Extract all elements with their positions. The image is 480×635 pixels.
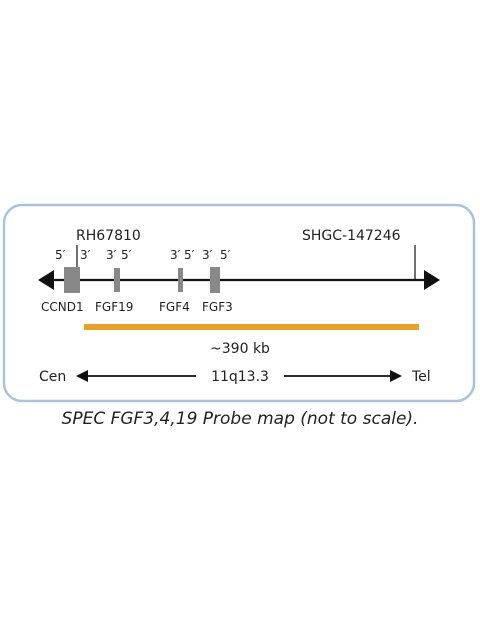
gene-end-label: 5′ xyxy=(121,248,132,262)
gene-fgf4: 3′ 5′ FGF4 xyxy=(159,248,195,314)
gene-box xyxy=(114,268,120,292)
right-arrowhead xyxy=(424,270,440,290)
diagram-frame xyxy=(2,203,476,403)
gene-name-label: FGF3 xyxy=(202,300,233,314)
gene-end-label: 3′ xyxy=(170,248,181,262)
gene-box xyxy=(210,267,220,293)
orientation-arrow-right xyxy=(390,370,402,382)
gene-name-label: FGF4 xyxy=(159,300,190,314)
gene-end-label: 5′ xyxy=(55,248,66,262)
left-arrowhead xyxy=(38,270,54,290)
gene-ccnd1: 5′ 3′ CCND1 xyxy=(41,248,91,314)
gene-end-label: 3′ xyxy=(106,248,117,262)
probe-size-label: ~390 kb xyxy=(210,341,270,357)
gene-fgf19: 3′ 5′ FGF19 xyxy=(95,248,133,314)
cen-label: Cen xyxy=(39,369,66,385)
gene-name-label: CCND1 xyxy=(41,300,84,314)
figure-caption: SPEC FGF3,4,19 Probe map (not to scale). xyxy=(62,409,419,429)
marker-label-right: SHGC-147246 xyxy=(302,228,401,244)
gene-end-label: 5′ xyxy=(220,248,231,262)
marker-label-left: RH67810 xyxy=(76,228,141,244)
band-label: 11q13.3 xyxy=(211,369,269,385)
gene-box xyxy=(64,267,80,293)
gene-box xyxy=(178,268,183,292)
orientation-arrow-left xyxy=(76,370,88,382)
gene-end-label: 5′ xyxy=(184,248,195,262)
tel-label: Tel xyxy=(411,369,431,385)
gene-fgf3: 3′ 5′ FGF3 xyxy=(202,248,233,314)
gene-end-label: 3′ xyxy=(202,248,213,262)
gene-name-label: FGF19 xyxy=(95,300,133,314)
gene-end-label: 3′ xyxy=(80,248,91,262)
